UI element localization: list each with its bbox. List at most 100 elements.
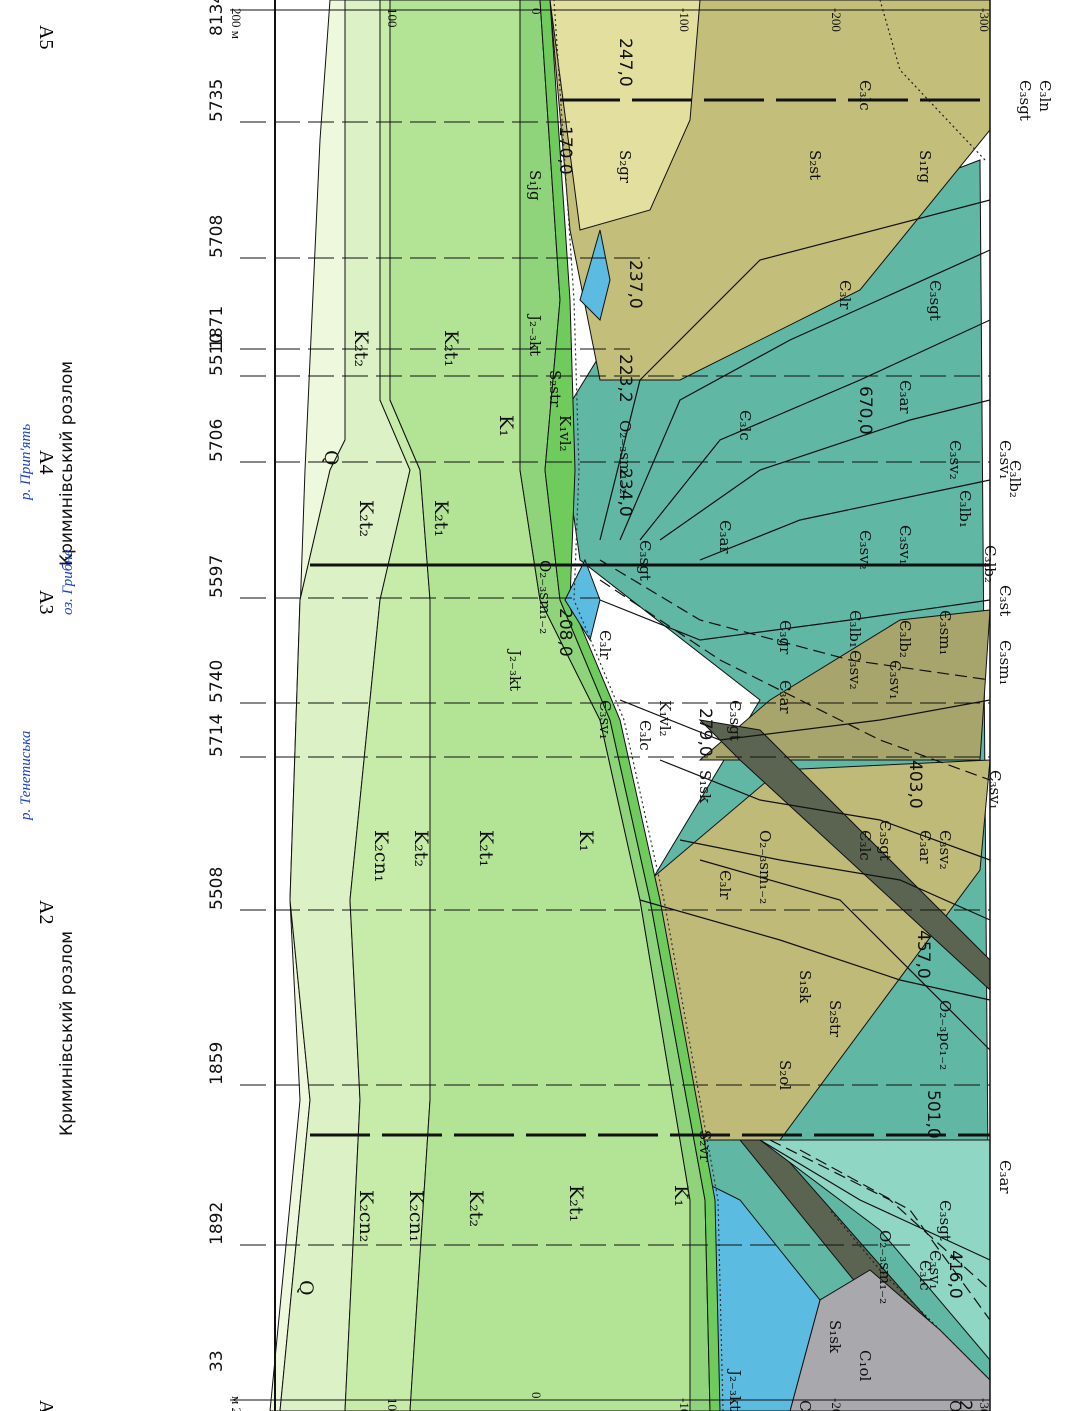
svg-text:100: 100 xyxy=(385,8,400,28)
svg-text:Є₃sv₂: Є₃sv₂ xyxy=(946,440,964,480)
svg-text:K₁vl₂: K₁vl₂ xyxy=(556,415,574,452)
svg-text:Q: Q xyxy=(320,450,342,466)
svg-text:K₂t₂: K₂t₂ xyxy=(350,330,372,367)
profile-labels: A1 A2 A3 A4 A5 xyxy=(35,25,57,1411)
svg-text:O₂₋₃pc₁₋₂: O₂₋₃pc₁₋₂ xyxy=(936,1000,954,1070)
svg-text:279,0: 279,0 xyxy=(695,708,715,757)
svg-text:р. Тенетиська: р. Тенетиська xyxy=(18,731,34,821)
svg-text:Є₃ar: Є₃ar xyxy=(896,380,914,414)
svg-text:J₂₋₃kt: J₂₋₃kt xyxy=(526,313,544,356)
svg-text:Є₃lc: Є₃lc xyxy=(636,720,654,751)
svg-text:K₁: K₁ xyxy=(495,415,517,437)
svg-text:Є₃sv₁: Є₃sv₁ xyxy=(926,1250,944,1290)
svg-text:5708: 5708 xyxy=(207,215,227,258)
svg-text:Є₃sv₂: Є₃sv₂ xyxy=(856,530,874,570)
svg-text:223,2: 223,2 xyxy=(615,354,635,403)
svg-text:-200: -200 xyxy=(829,1398,844,1411)
cambrian-strata xyxy=(599,199,991,1261)
svg-text:5740: 5740 xyxy=(207,660,227,703)
svg-text:5735: 5735 xyxy=(207,79,227,122)
svg-text:1871: 1871 xyxy=(207,306,227,349)
k1vl2-layer xyxy=(539,0,721,1411)
svg-text:-100: -100 xyxy=(677,1398,692,1411)
svg-text:Є₃sv₁: Є₃sv₁ xyxy=(986,770,1004,810)
svg-text:O₂₋₃sm₁₋₂: O₂₋₃sm₁₋₂ xyxy=(616,420,634,494)
svg-text:0: 0 xyxy=(529,8,544,15)
svg-text:S₁sk: S₁sk xyxy=(826,1320,844,1354)
svg-text:Є₃ar: Є₃ar xyxy=(716,520,734,554)
svg-text:S₂str: S₂str xyxy=(546,370,564,408)
svg-text:Є₃lc: Є₃lc xyxy=(916,1260,934,1291)
silurian-block-upper xyxy=(549,0,701,231)
svg-text:5597: 5597 xyxy=(207,555,227,598)
svg-text:S₂st: S₂st xyxy=(806,150,824,180)
svg-text:оз. Грибне: оз. Грибне xyxy=(60,549,76,615)
svg-text:170,0: 170,0 xyxy=(555,126,575,175)
svg-text:J₂₋₃kt: J₂₋₃kt xyxy=(726,1368,744,1411)
svg-text:C₁vl: C₁vl xyxy=(796,1400,814,1411)
svg-text:Є₃sgt: Є₃sgt xyxy=(636,540,654,581)
svg-text:A5: A5 xyxy=(35,25,57,49)
svg-text:Є₃sm₁: Є₃sm₁ xyxy=(996,640,1014,685)
svg-text:O₂₋₃sm₁₋₂: O₂₋₃sm₁₋₂ xyxy=(756,830,774,904)
svg-text:100: 100 xyxy=(385,1398,400,1411)
svg-text:1859: 1859 xyxy=(207,1042,227,1085)
svg-text:C₁ol: C₁ol xyxy=(856,1350,874,1382)
svg-text:K₁: K₁ xyxy=(670,1185,692,1207)
svg-text:A2: A2 xyxy=(35,900,57,924)
svg-text:K₂cn₁: K₂cn₁ xyxy=(405,1190,427,1242)
dashed-strata xyxy=(599,559,991,1321)
svg-text:Є₃sm₁: Є₃sm₁ xyxy=(936,610,954,655)
svg-text:A4: A4 xyxy=(35,450,57,474)
svg-text:O₂₋₃pc₁₋₂: O₂₋₃pc₁₋₂ xyxy=(946,1400,964,1411)
svg-text:O₂₋₃sm₁₋₂: O₂₋₃sm₁₋₂ xyxy=(536,560,554,634)
well-lines xyxy=(240,121,990,1246)
svg-text:0: 0 xyxy=(529,1392,544,1399)
svg-text:K₁: K₁ xyxy=(575,830,597,852)
svg-text:Є₃lr: Є₃lr xyxy=(836,280,854,310)
svg-text:Є₃sgt: Є₃sgt xyxy=(876,820,894,861)
svg-text:A3: A3 xyxy=(35,590,57,614)
svg-text:-300: -300 xyxy=(977,1398,992,1411)
svg-text:5706: 5706 xyxy=(207,419,227,462)
svg-text:Є₃ar: Є₃ar xyxy=(916,830,934,864)
svg-text:K₂cn₂: K₂cn₂ xyxy=(355,1190,377,1242)
svg-text:Є₃sgt: Є₃sgt xyxy=(1016,80,1034,121)
svg-text:р. Прип'ять: р. Прип'ять xyxy=(18,424,34,501)
well-numbers: 33 1892 1859 5508 5714 5740 5597 5706 55… xyxy=(207,0,227,1372)
svg-text:Є₃lb₁: Є₃lb₁ xyxy=(846,610,864,648)
svg-text:S₁sk: S₁sk xyxy=(796,970,814,1004)
svg-text:м 200: м 200 xyxy=(229,1396,244,1411)
well-depths: 298,4 416,0 501,0 457,0 403,0 279,0 208,… xyxy=(555,38,975,1411)
svg-text:J₂₋₃kt: J₂₋₃kt xyxy=(506,648,524,691)
svg-text:Є₃ln: Є₃ln xyxy=(1036,80,1054,112)
svg-text:Є₃sv₁: Є₃sv₁ xyxy=(886,660,904,700)
svg-text:Є₃lb₂: Є₃lb₂ xyxy=(1006,460,1024,498)
svg-text:Є₃lb₂: Є₃lb₂ xyxy=(896,620,914,658)
svg-text:208,0: 208,0 xyxy=(555,608,575,657)
scale-axis-top xyxy=(230,9,990,1401)
svg-text:S₂str: S₂str xyxy=(826,1000,844,1038)
svg-text:K₂t₁: K₂t₁ xyxy=(475,830,497,867)
quaternary-layer xyxy=(0,0,360,1411)
svg-text:247,0: 247,0 xyxy=(615,38,635,87)
fault-names: Криминівський розлом Криминівський розло… xyxy=(57,361,77,1136)
svg-text:K₂cn₁: K₂cn₁ xyxy=(370,830,392,882)
svg-text:S₂vr: S₂vr xyxy=(696,1130,714,1163)
svg-text:237,0: 237,0 xyxy=(625,260,645,309)
svg-text:298,4: 298,4 xyxy=(955,1400,975,1411)
svg-text:Криминівський розлом: Криминівський розлом xyxy=(57,931,77,1136)
svg-text:Є₃gr: Є₃gr xyxy=(776,620,794,655)
svg-text:Є₃sv₂: Є₃sv₂ xyxy=(846,650,864,690)
svg-text:K₂t₁: K₂t₁ xyxy=(430,500,452,537)
svg-text:Є₃sv₁: Є₃sv₁ xyxy=(596,700,614,740)
svg-text:Є₃sv₂: Є₃sv₂ xyxy=(936,830,954,870)
svg-text:Є₃lb₂: Є₃lb₂ xyxy=(981,545,999,583)
svg-text:K₂t₁: K₂t₁ xyxy=(565,1185,587,1222)
svg-text:5714: 5714 xyxy=(207,714,227,757)
svg-text:403,0: 403,0 xyxy=(905,760,925,809)
svg-text:K₂t₁: K₂t₁ xyxy=(440,330,462,367)
axis-labels: м 200 200 м 100 0 -100 -200 -300 100 0 -… xyxy=(229,8,992,1411)
svg-text:Є₃sgt: Є₃sgt xyxy=(936,1200,954,1241)
